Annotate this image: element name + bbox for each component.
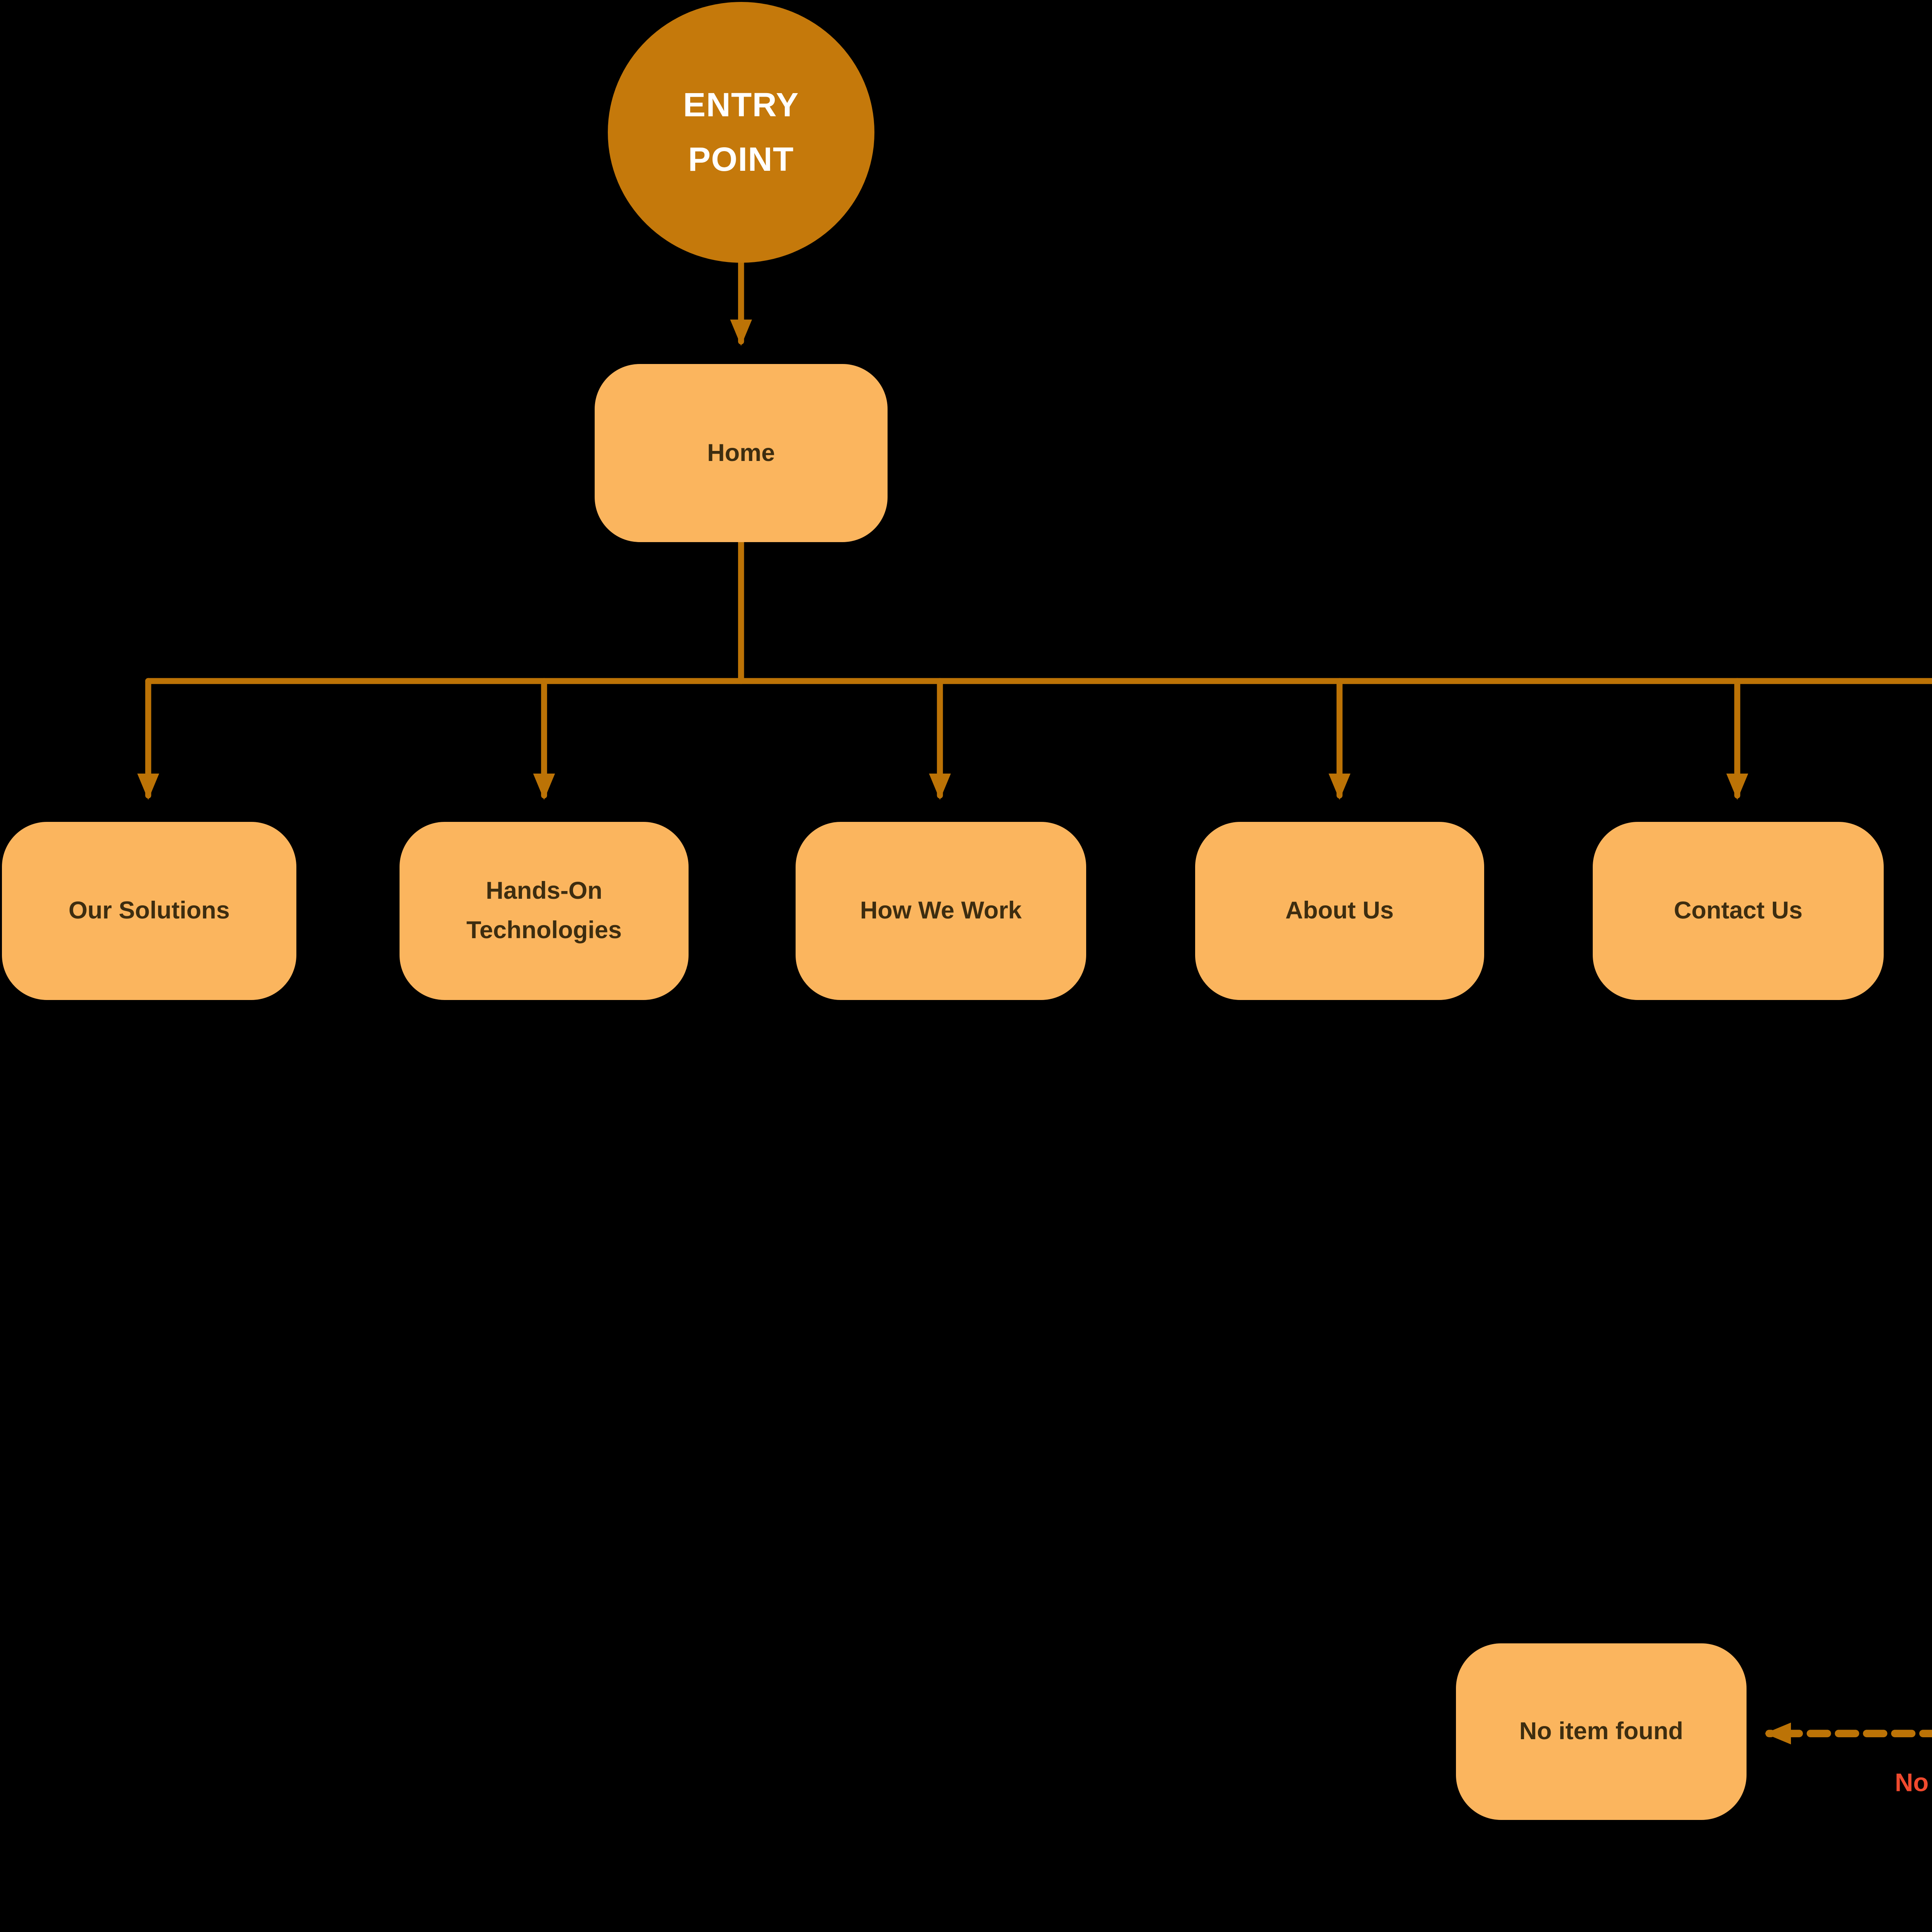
node-how-we-work-label: How We Work: [860, 897, 1022, 924]
node-home-label: Home: [707, 439, 775, 466]
node-our-solutions-label: Our Solutions: [68, 897, 230, 924]
node-no-item-found-label: No item found: [1519, 1718, 1684, 1745]
node-about-us: About Us: [1195, 821, 1484, 1000]
node-entry-point-label-line1: ENTRY: [683, 86, 799, 124]
node-hands-on-label-line2: Technologies: [466, 917, 622, 944]
node-contact-us-label: Contact Us: [1673, 897, 1803, 924]
node-contact-us: Contact Us: [1593, 821, 1884, 1000]
node-home: Home: [595, 364, 888, 543]
node-hands-on-label-line1: Hands-On: [486, 877, 602, 905]
node-about-us-label: About Us: [1285, 897, 1394, 924]
node-hands-on-technologies: Hands-On Technologies: [400, 821, 689, 1000]
node-entry-point-label-line2: POINT: [688, 140, 794, 179]
node-no-item-found: No item found: [1456, 1643, 1747, 1820]
node-entry-point: ENTRY POINT: [608, 2, 874, 263]
node-our-solutions: Our Solutions: [2, 821, 297, 1000]
node-how-we-work: How We Work: [795, 821, 1087, 1000]
edge-label-search-items-no: No: [1895, 1768, 1929, 1797]
